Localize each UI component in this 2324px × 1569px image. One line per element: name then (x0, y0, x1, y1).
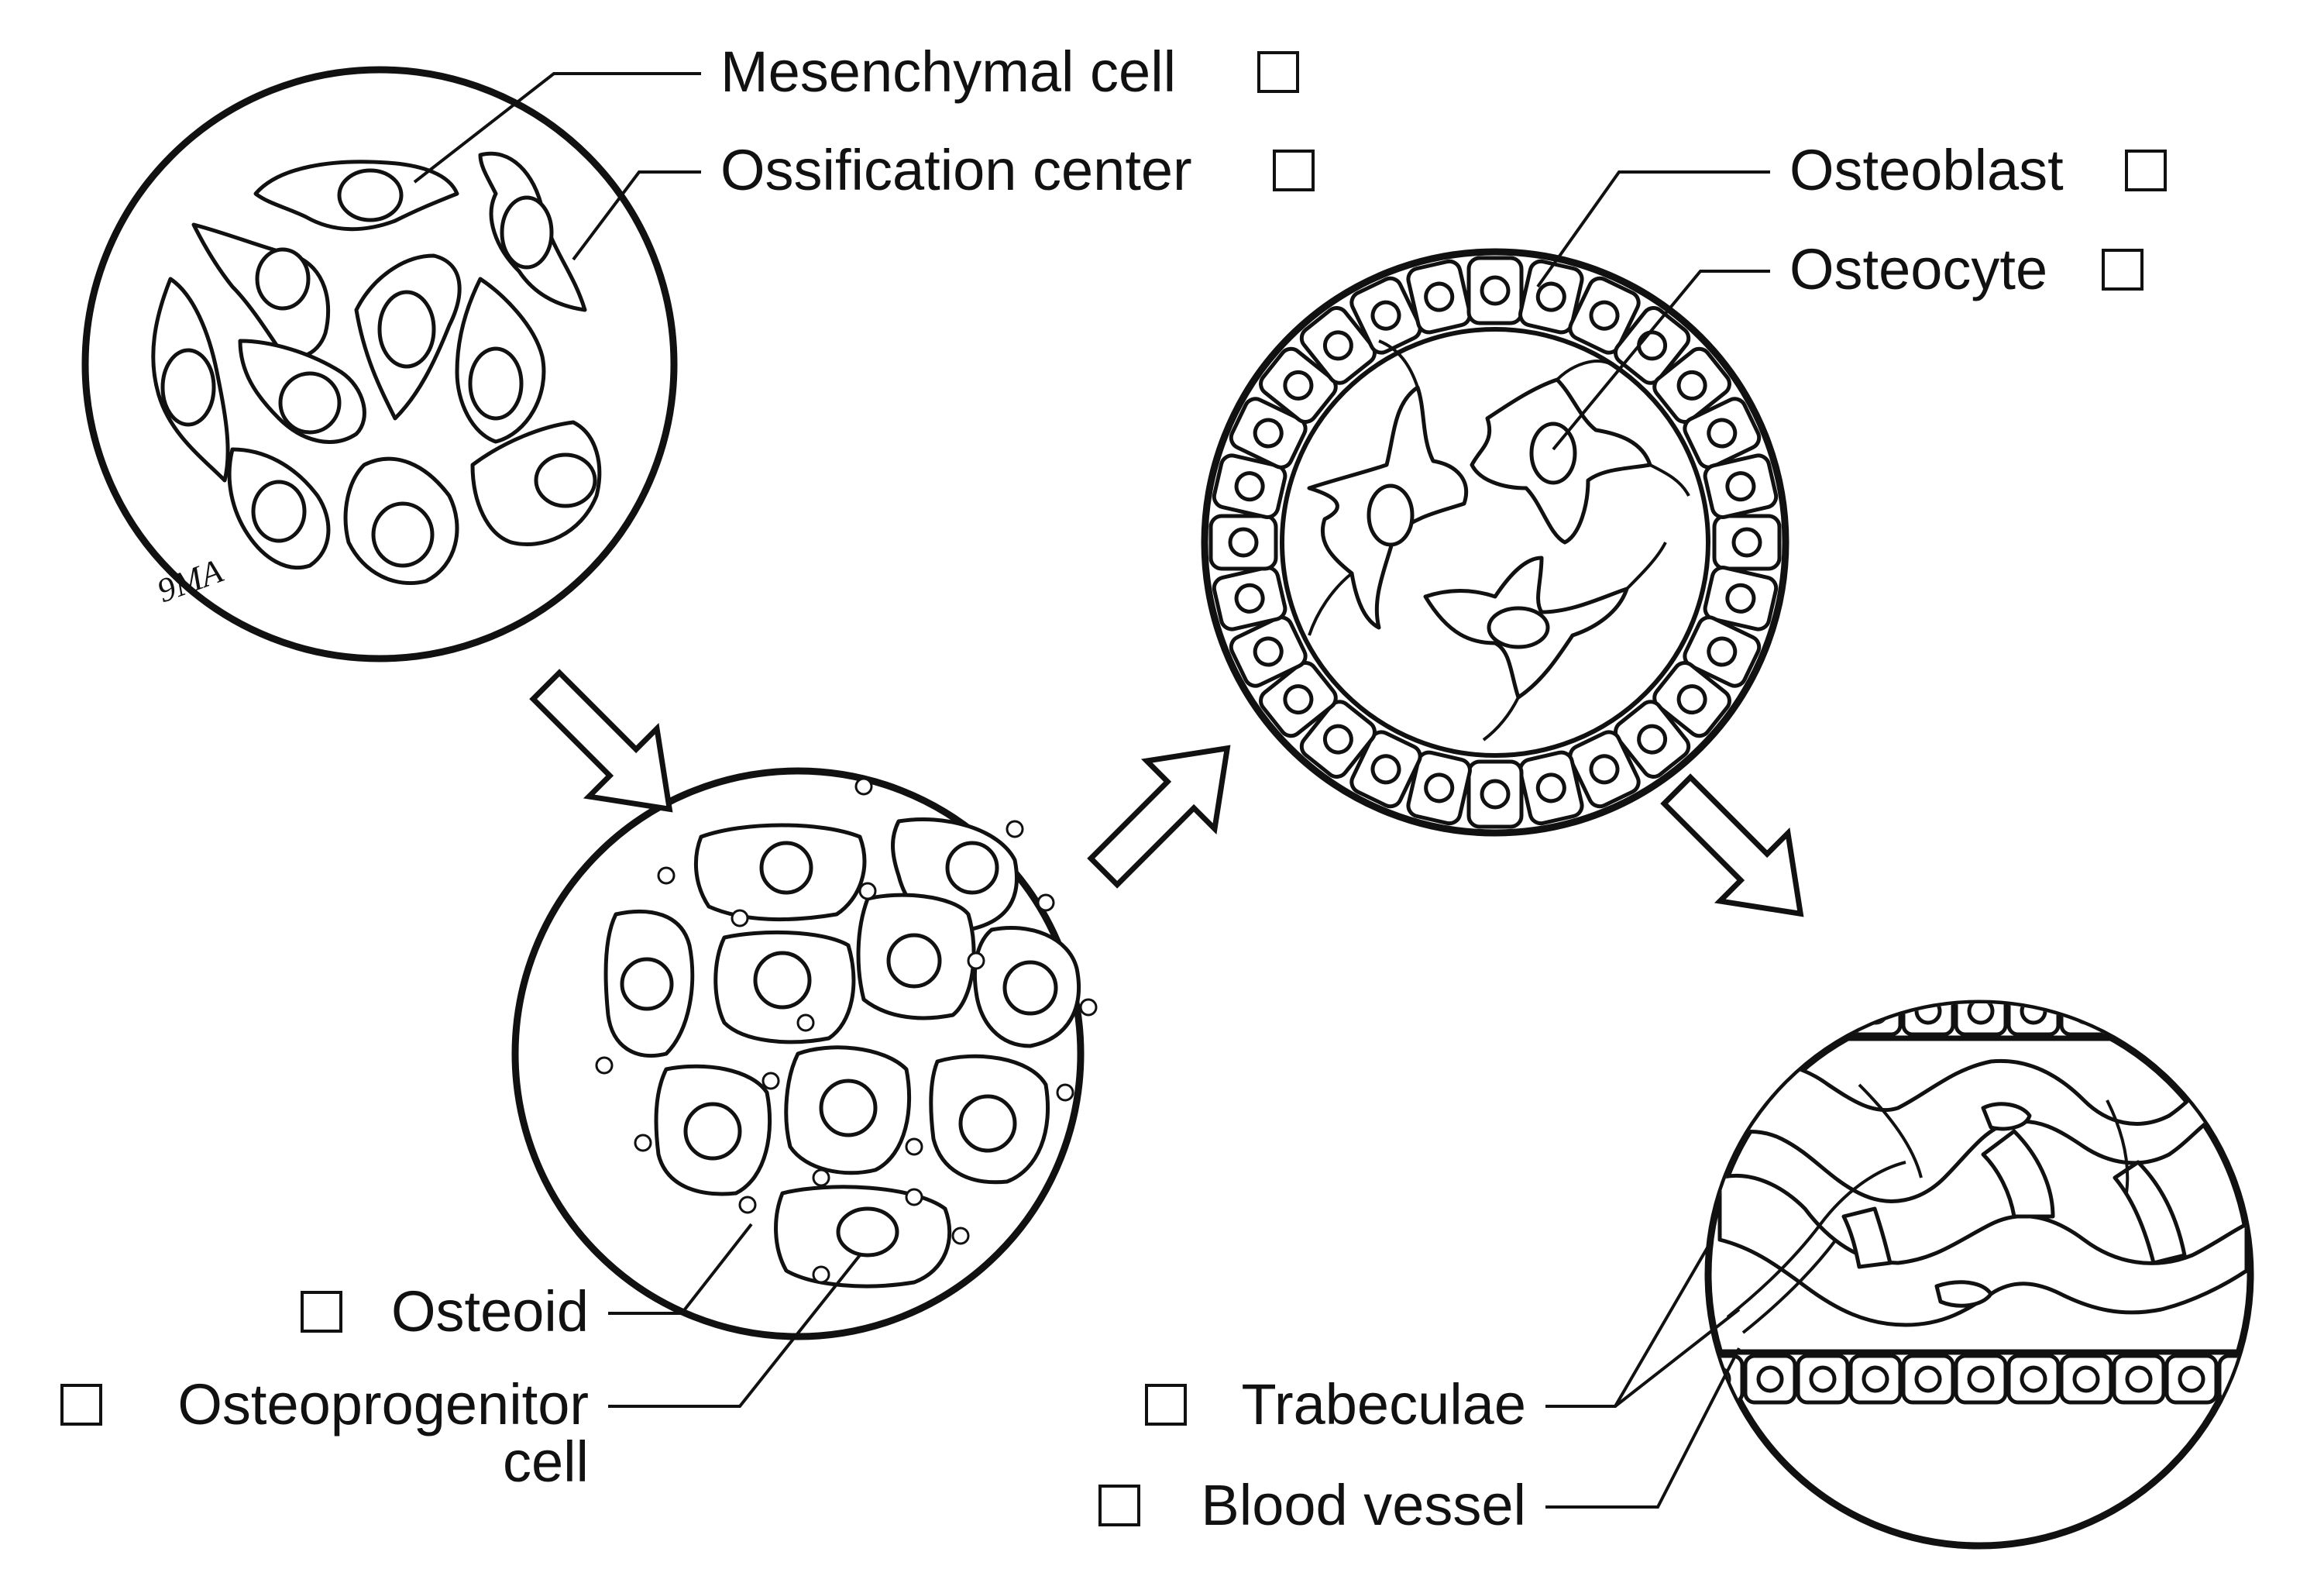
osteoblast-cell (1683, 397, 1762, 470)
arrow-stage-2-to-3 (1087, 745, 1231, 889)
label-mesenchymal-cell: Mesenchymal cell (720, 40, 1299, 104)
label-blood-vessel: Blood vessel (1098, 1473, 1526, 1537)
osteoblast-cell (1568, 730, 1641, 809)
osteoblast-cell (2059, 1354, 2113, 1405)
label-osteoblast: Osteoblast (1789, 138, 2167, 202)
osteoblast-cell (1703, 453, 1779, 519)
label-mesenchymal-cell-text: Mesenchymal cell (720, 40, 1176, 104)
osteoblast-cell (1614, 700, 1691, 779)
leader-blood-vessel (1545, 1347, 1741, 1509)
osteoblast-cell (1614, 306, 1691, 385)
osteoblast-cell (1229, 397, 1308, 470)
osteoblast-cell (1259, 346, 1338, 424)
stage-1-mesenchymal-circle: 9MA (81, 66, 678, 662)
osteoblast-cell (2112, 1003, 2166, 1037)
osteoblast-cell (2112, 1354, 2166, 1405)
leader-trabeculae-a (1545, 1238, 1714, 1408)
osteoblast-cell (1466, 759, 1524, 829)
arrow-stage-1-to-2 (529, 669, 673, 813)
osteoblast-cell (1299, 700, 1377, 779)
osteoblast-cell (1208, 514, 1278, 571)
label-osteoprogenitor-line1: Osteoprogenitor (177, 1372, 589, 1437)
osteoblast-cell (1299, 306, 1377, 385)
label-osteoid-text: Osteoid (391, 1279, 589, 1344)
osteoblast-cell (1712, 514, 1782, 571)
label-ossification-center-text: Ossification center (720, 138, 1192, 202)
osteoblast-cell (1901, 1354, 1955, 1405)
arrow-stage-3-to-4 (1660, 773, 1804, 917)
osteoblast-cell (1743, 1003, 1797, 1037)
osteoblast-row-bottom (1708, 1354, 2250, 1405)
osteoblast-cell (1229, 615, 1308, 688)
leader-osteoid (608, 1223, 753, 1315)
osteoblast-cell (1349, 730, 1422, 809)
osteoblast-cell (1466, 256, 1524, 325)
osteoblast-cell (2006, 1354, 2061, 1405)
osteoblast-cell (1406, 259, 1472, 335)
osteoblast-cell (1652, 346, 1731, 424)
leader-osteocyte (1552, 270, 1770, 451)
label-osteocyte: Osteocyte (1789, 237, 2144, 301)
checkbox-osteoprogenitor-cell[interactable] (60, 1384, 102, 1426)
leader-osteoblast (1536, 170, 1770, 288)
checkbox-osteoblast[interactable] (2125, 150, 2167, 191)
label-osteoprogenitor-cell: Osteoprogenitor cell (60, 1372, 589, 1494)
osteocyte-network (1307, 339, 1690, 741)
checkbox-osteoid[interactable] (301, 1291, 342, 1333)
stage-4-trabecular-circle (1704, 1000, 2254, 1550)
checkbox-blood-vessel[interactable] (1098, 1485, 1140, 1526)
leader-ossification-center (572, 170, 701, 261)
leader-osteoprogenitor-cell (608, 1254, 861, 1408)
label-osteoblast-text: Osteoblast (1789, 138, 2064, 202)
stage-3-osteoblast-circle (1201, 248, 1789, 837)
checkbox-ossification-center[interactable] (1273, 150, 1315, 191)
label-blood-vessel-text: Blood vessel (1201, 1473, 1526, 1537)
label-osteoid: Osteoid (301, 1279, 589, 1344)
osteoblast-cell (1848, 1354, 1903, 1405)
checkbox-mesenchymal-cell[interactable] (1257, 51, 1299, 93)
osteoblast-row-top (1708, 1003, 2250, 1037)
checkbox-trabeculae[interactable] (1145, 1384, 1187, 1426)
label-osteoprogenitor-line2: cell (503, 1430, 589, 1494)
leader-lines (413, 72, 1770, 1509)
osteoblast-cell (1518, 259, 1584, 335)
osteoblast-cell (1708, 1003, 1745, 1037)
osteoprogenitor-cell-cluster (603, 817, 1081, 1289)
checkbox-osteocyte[interactable] (2102, 249, 2144, 291)
osteoid-granules (595, 777, 1098, 1284)
osteoblast-cell (1406, 750, 1472, 826)
leader-mesenchymal-cell (413, 72, 701, 184)
stage-2-osteoprogenitor-circle (511, 767, 1098, 1340)
osteoblast-cell (1568, 276, 1641, 355)
mesenchymal-cell-cluster (151, 151, 602, 586)
osteoblast-cell (1683, 615, 1762, 688)
label-osteocyte-text: Osteocyte (1789, 237, 2047, 301)
osteoblast-cell (2164, 1003, 2219, 1037)
osteoblast-cell (1652, 661, 1731, 738)
osteoblast-cell (1796, 1003, 1850, 1037)
osteoblast-cell (1796, 1354, 1850, 1405)
leader-trabeculae-b (1614, 1308, 1741, 1408)
osteoblast-cell (1954, 1354, 2008, 1405)
label-trabeculae: Trabeculae (1145, 1372, 1526, 1437)
label-trabeculae-text: Trabeculae (1242, 1372, 1526, 1437)
osteoblast-cell (2217, 1003, 2250, 1037)
osteoblast-cell (1703, 566, 1779, 631)
label-ossification-center: Ossification center (720, 138, 1315, 202)
osteoblast-cell (1212, 566, 1287, 631)
osteoblast-cell (2059, 1003, 2113, 1037)
osteoblast-cell (2217, 1354, 2250, 1405)
osteoblast-cell (1743, 1354, 1797, 1405)
osteoblast-cell-ring (1208, 256, 1782, 829)
osteoblast-cell (2164, 1354, 2219, 1405)
osteoblast-cell (1259, 661, 1338, 738)
osteoblast-cell (1212, 453, 1287, 519)
osteoblast-cell (1518, 750, 1584, 826)
osteoblast-cell (1349, 276, 1422, 355)
osteoblast-cell (1848, 1003, 1903, 1037)
osteoblast-cell (1954, 1003, 2008, 1037)
